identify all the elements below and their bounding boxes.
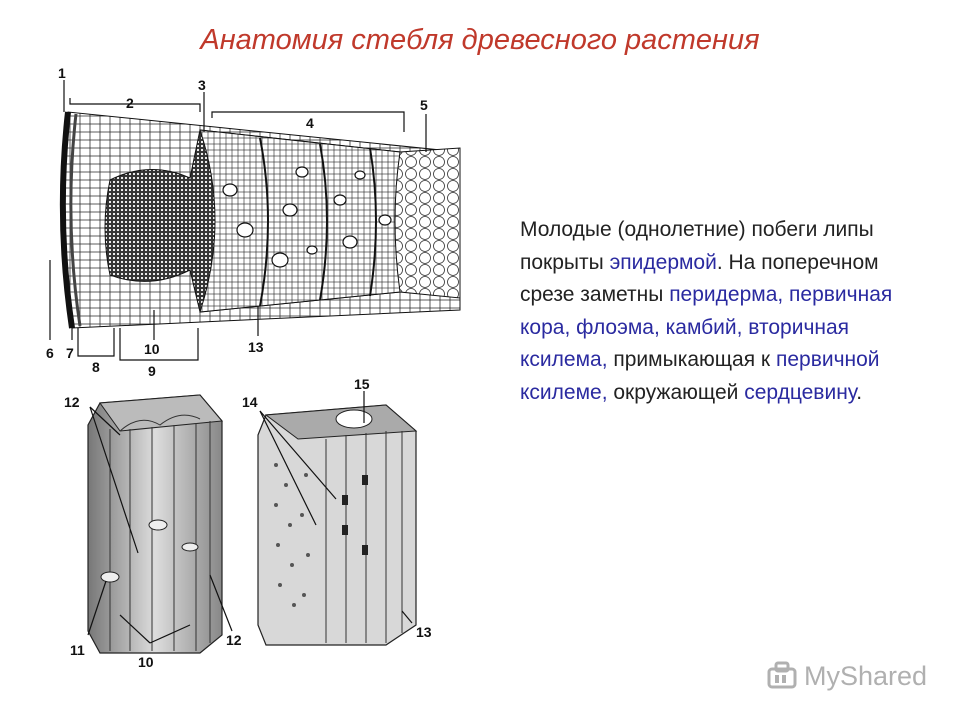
label-7: 7 [66,345,74,361]
label-6: 6 [46,345,54,361]
label-8: 8 [92,359,100,375]
paragraph-text: . На поперечном срезе заметны [520,250,879,307]
label-10: 10 [144,341,160,357]
slide-title: Анатомия стебля древесного растения [200,24,760,56]
paragraph-text: примыкающая к [607,348,776,371]
stem-cross-section-figure: 1 2 3 4 5 6 7 8 9 10 13 [46,65,461,379]
highlighted-term: эпидермой [609,250,717,274]
paragraph-text: окружающей [607,380,745,404]
label-9: 9 [148,363,156,379]
description-paragraph: Молодые (однолетние) побеги липы покрыты… [520,214,920,409]
label-5: 5 [420,97,428,113]
label-10-bottom: 10 [138,654,154,670]
label-11: 11 [70,642,85,658]
label-4: 4 [306,115,314,131]
highlighted-term: перидерма, первичная кора, флоэма, камби… [520,283,893,371]
label-12-top: 12 [64,394,80,410]
myshared-logo-icon [767,661,797,689]
paragraph-text: . [856,380,863,404]
xylem-vessel-block-figure: 14 15 13 [242,376,432,646]
highlighted-term: сердцевину [744,380,857,404]
highlighted-term: первичной ксилеме, [520,348,880,404]
label-14: 14 [242,394,258,410]
paragraph-text: Молодые (однолетние) побеги липы покрыты [520,218,874,274]
label-15: 15 [354,376,370,392]
watermark-text: MyShared [804,660,928,691]
label-1: 1 [58,65,66,81]
wood-fiber-block-figure: 12 11 10 12 [64,394,242,670]
myshared-watermark: MyShared [766,656,927,696]
label-3: 3 [198,77,206,93]
label-13: 13 [248,339,264,355]
label-2: 2 [126,95,134,111]
label-12-bottom: 12 [226,632,242,648]
label-13-block: 13 [416,624,432,640]
